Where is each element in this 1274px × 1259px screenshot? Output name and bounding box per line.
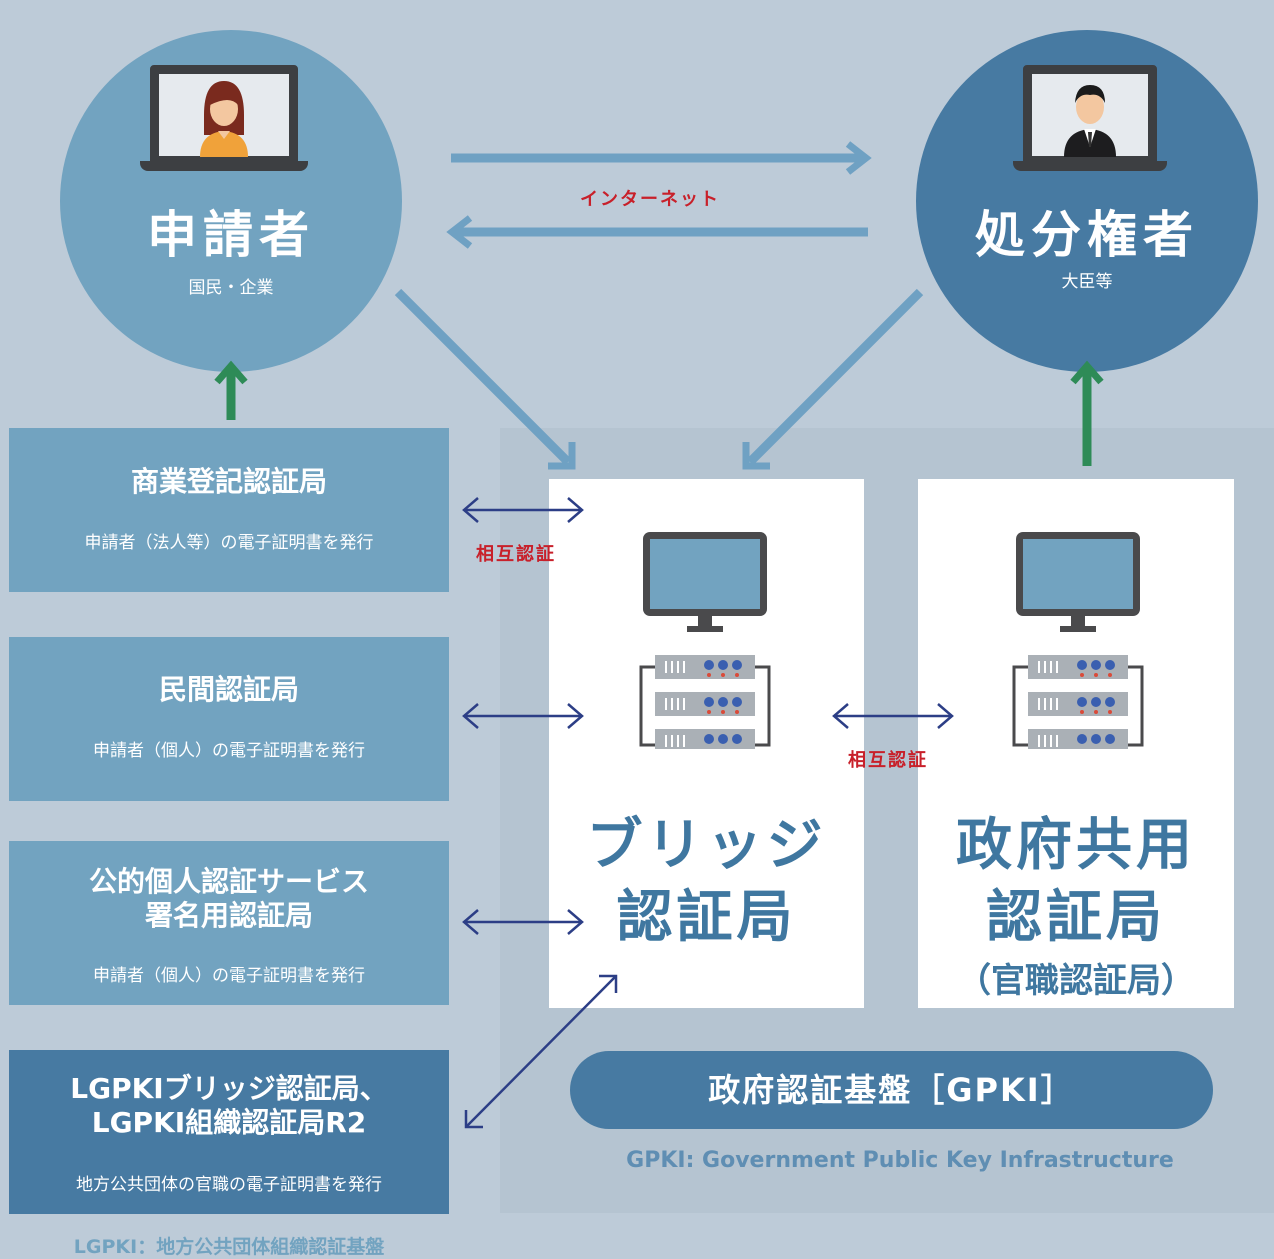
ca-title: 民間認証局 <box>158 673 299 706</box>
green-arrow-up-applicant <box>214 360 248 420</box>
ca-description: 申請者（個人）の電子証明書を発行 <box>93 966 365 986</box>
gov-ca-title-line2: 認証局 <box>986 885 1166 950</box>
ca-description: 申請者（個人）の電子証明書を発行 <box>93 741 365 761</box>
ca-title-line2: LGPKI組織認証局R2 <box>91 1106 367 1139</box>
ca-title: 商業登記認証局 <box>130 465 327 498</box>
lgpki-footnote: LGPKI：地方公共団体組織認証基盤 <box>73 1236 385 1258</box>
applicant-to-bridge-arrow <box>394 288 576 470</box>
internet-arrow-left <box>446 215 868 249</box>
mutual-auth-arrow-bridge-gov <box>832 703 954 729</box>
bridge-ca-title-line1: ブリッジ <box>586 813 827 878</box>
mutual-auth-arrow-private <box>462 703 584 729</box>
authority-subtitle: 大臣等 <box>1061 272 1113 292</box>
applicant-subtitle: 国民・企業 <box>188 278 274 298</box>
applicant-circle: 申請者 国民・企業 <box>60 30 402 372</box>
bridge-server-icon <box>639 532 771 749</box>
mutual-auth-label-center: 相互認証 <box>848 750 928 771</box>
gov-ca-title-line1: 政府共用 <box>956 813 1196 878</box>
gov-shared-ca-card: 政府共用 認証局 （官職認証局） <box>918 479 1234 1008</box>
mutual-auth-arrow-lgpki <box>464 974 618 1129</box>
ca-title-line2: 署名用認証局 <box>144 899 313 932</box>
gpki-footnote: GPKI: Government Public Key Infrastructu… <box>626 1148 1174 1173</box>
server-rack-icon <box>1012 665 1144 747</box>
internet-arrow-right <box>451 141 872 175</box>
authority-circle: 処分権者 大臣等 <box>916 30 1258 372</box>
ca-description: 申請者（法人等）の電子証明書を発行 <box>84 533 374 553</box>
bridge-ca-title-line2: 認証局 <box>616 885 797 950</box>
mutual-auth-label-left: 相互認証 <box>476 544 556 565</box>
internet-label: インターネット <box>580 189 720 210</box>
gov-ca-title-line3: （官職認証局） <box>957 961 1195 1001</box>
gov-server-icon <box>1012 532 1144 749</box>
woman-avatar-icon <box>200 81 248 157</box>
bridge-ca-card: ブリッジ 認証局 <box>549 479 864 1008</box>
green-arrow-up-authority <box>1070 360 1104 466</box>
gpki-pill: 政府認証基盤［GPKI］ <box>570 1051 1213 1129</box>
authority-title: 処分権者 <box>975 206 1199 264</box>
mutual-auth-arrow-commercial <box>462 497 584 523</box>
ca-title-line1: 公的個人認証サービス <box>88 865 369 898</box>
ca-box-private: 民間認証局 申請者（個人）の電子証明書を発行 <box>9 637 449 801</box>
ca-box-lgpki: LGPKIブリッジ認証局、 LGPKI組織認証局R2 地方公共団体の官職の電子証… <box>9 1050 449 1214</box>
applicant-title: 申請者 <box>147 206 315 264</box>
server-rack-icon <box>639 665 771 747</box>
monitor-icon <box>1016 532 1140 632</box>
mutual-auth-arrow-jpki <box>462 909 584 935</box>
ca-box-commercial-registry: 商業登記認証局 申請者（法人等）の電子証明書を発行 <box>9 428 449 592</box>
authority-to-bridge-arrow <box>742 288 924 470</box>
monitor-icon <box>643 532 767 632</box>
businessman-avatar-icon <box>1064 85 1116 157</box>
ca-box-jpki-signature: 公的個人認証サービス 署名用認証局 申請者（個人）の電子証明書を発行 <box>9 841 449 1005</box>
ca-title-line1: LGPKIブリッジ認証局、 <box>70 1072 388 1105</box>
ca-description: 地方公共団体の官職の電子証明書を発行 <box>76 1175 382 1195</box>
